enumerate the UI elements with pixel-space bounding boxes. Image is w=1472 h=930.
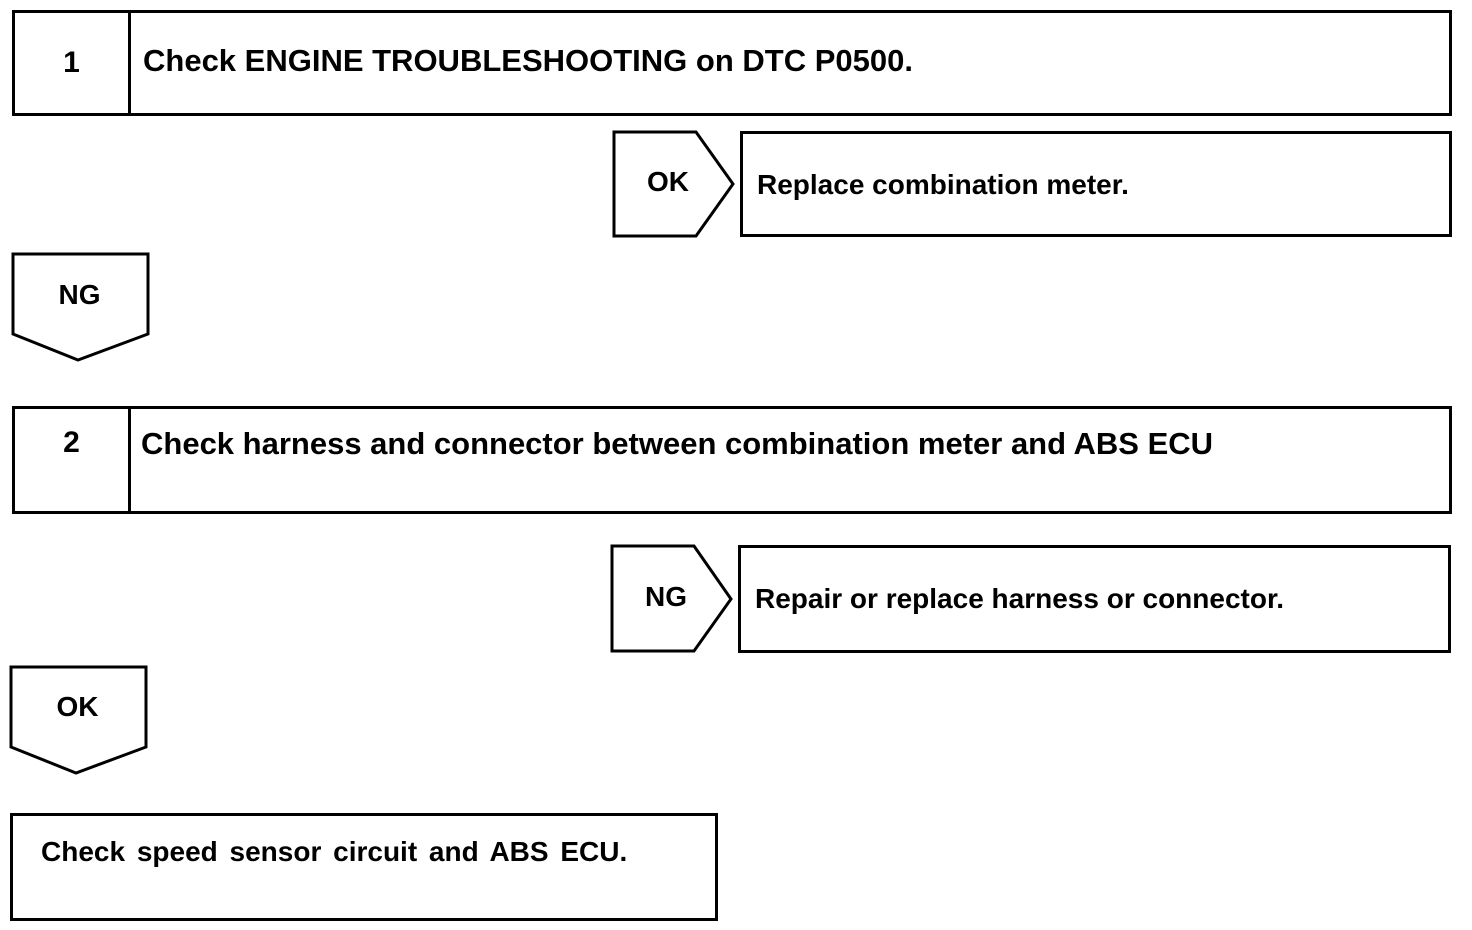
step-1-ok-result-box: Replace combination meter.: [740, 131, 1452, 237]
right-arrow-shape: [612, 130, 735, 238]
step-2-box: 2 Check harness and connector between co…: [12, 406, 1452, 514]
step-2-ng-result-box: Repair or replace harness or connector.: [738, 545, 1451, 653]
step-1-ok-label: OK: [647, 166, 689, 197]
down-arrow-shape: [9, 665, 148, 775]
final-action-text: Check speed sensor circuit and ABS ECU.: [41, 836, 628, 867]
step-1-ng-arrow: NG: [11, 252, 151, 362]
step-1-ok-result: Replace combination meter.: [757, 169, 1129, 200]
step-2-ng-label: NG: [645, 581, 687, 612]
step-2-title: Check harness and connector between comb…: [141, 426, 1214, 461]
step-1-ng-label: NG: [58, 279, 101, 310]
step-2-number: 2: [15, 409, 131, 511]
right-arrow-shape: [610, 544, 733, 653]
step-2-ng-result: Repair or replace harness or connector.: [755, 583, 1285, 614]
step-2-ok-arrow: OK: [9, 665, 149, 775]
step-2-ok-label: OK: [56, 691, 99, 722]
step-1-ok-arrow: OK: [612, 130, 736, 238]
step-1-number: 1: [15, 13, 131, 113]
step-1-title: Check ENGINE TROUBLESHOOTING on DTC P050…: [143, 43, 913, 78]
step-2-ng-arrow: NG: [610, 544, 734, 654]
down-arrow-shape: [11, 252, 150, 362]
step-1-box: 1 Check ENGINE TROUBLESHOOTING on DTC P0…: [12, 10, 1452, 116]
final-action-box: Check speed sensor circuit and ABS ECU.: [10, 813, 718, 921]
